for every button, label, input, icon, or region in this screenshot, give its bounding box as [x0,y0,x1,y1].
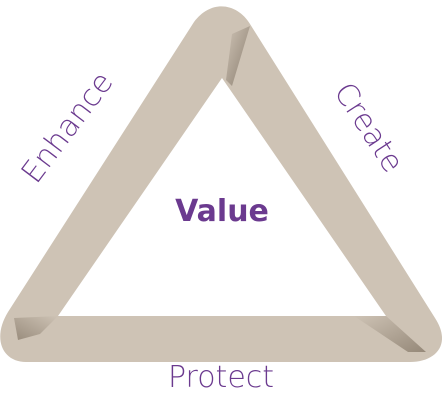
center-label-value: Value [175,194,269,229]
fold-shadow-right [354,316,426,352]
fold-shadow-top [226,26,250,86]
edge-label-protect: Protect [167,360,275,395]
triangle-band [0,6,442,362]
fold-shadow-left [14,316,58,340]
